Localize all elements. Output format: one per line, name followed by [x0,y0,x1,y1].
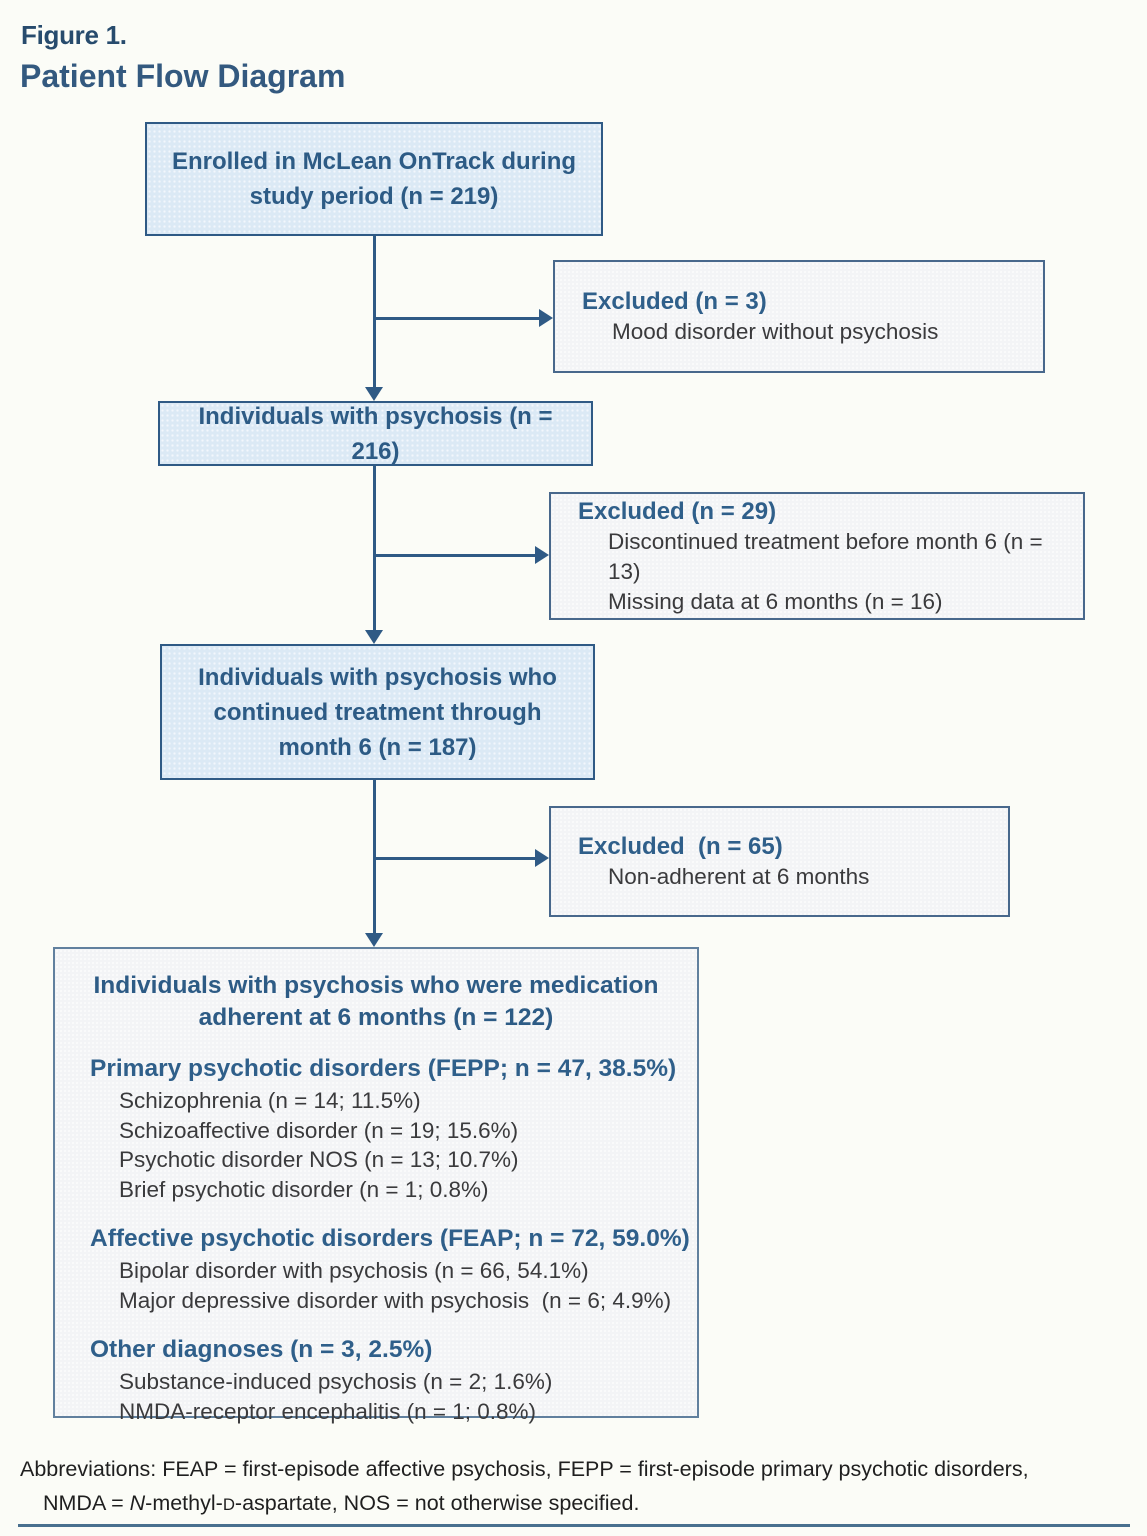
diagnosis-item: Brief psychotic disorder (n = 1; 0.8%) [119,1176,489,1202]
final-box-adherent: Individuals with psychosis who were medi… [53,947,699,1424]
connector-vline-1 [373,236,376,388]
excluded-box-2-item: Missing data at 6 months (n = 16) [608,588,943,614]
down-arrowhead-icon [365,630,383,644]
diagnosis-item: NMDA-receptor encephalitis (n = 1; 0.8%) [119,1398,537,1424]
diagnosis-group-primary: Primary psychotic disorders (FEPP; n = 4… [55,1053,697,1204]
abbreviations-line-2: NMDA = N-methyl-D-aspartate, NOS = not o… [43,1486,1130,1522]
abbreviations-line-1: Abbreviations: FEAP = first-episode affe… [20,1457,1029,1481]
excluded-box-3-title: Excluded (n = 65) [578,833,783,860]
diagnosis-group-header: Primary psychotic disorders (FEPP; n = 4… [90,1055,677,1082]
right-arrowhead-icon [539,309,553,327]
abbrev-italic-n: N [129,1491,146,1515]
diagnosis-group-affective: Affective psychotic disorders (FEAP; n =… [55,1223,697,1315]
connector-hline-1 [374,317,539,320]
abbrev-smallcap-d: D [222,1495,235,1514]
bottom-divider [18,1524,1130,1527]
diagnosis-group-header: Other diagnoses (n = 3, 2.5%) [90,1336,433,1363]
excluded-box-1-item: Mood disorder without psychosis [612,319,939,344]
diagnosis-item: Schizophrenia (n = 14; 11.5%) [119,1088,421,1113]
connector-hline-2 [374,554,535,557]
abbrev-post: -aspartate, NOS = not otherwise specifie… [234,1491,640,1515]
figure-label: Figure 1. [21,20,127,50]
excluded-box-2-title: Excluded (n = 29) [578,497,777,525]
diagnosis-item: Major depressive disorder with psychosis… [119,1287,672,1313]
diagnosis-item: Psychotic disorder NOS (n = 13; 10.7%) [119,1147,519,1172]
excluded-box-1-title: Excluded (n = 3) [582,288,767,315]
excluded-box-1: Excluded (n = 3) Mood disorder without p… [553,260,1045,373]
flow-box-psychosis-label: Individuals with psychosis (n = 216) [198,402,553,465]
abbrev-nmda-pre: NMDA = [43,1491,130,1515]
diagnosis-group-other: Other diagnoses (n = 3, 2.5%) Substance-… [55,1334,697,1426]
down-arrowhead-icon [365,387,383,401]
abbrev-mid: -methyl- [145,1491,223,1515]
diagnosis-group-header: Affective psychotic disorders (FEAP; n =… [90,1225,690,1252]
excluded-box-2: Excluded (n = 29) Discontinued treatment… [549,492,1085,620]
flow-box-psychosis: Individuals with psychosis (n = 216) [158,401,593,466]
excluded-box-3-item: Non-adherent at 6 months [608,864,870,889]
connector-vline-3 [373,780,376,933]
diagnosis-item: Substance-induced psychosis (n = 2; 1.6%… [119,1369,553,1394]
excluded-box-2-item: Discontinued treatment before month 6 (n… [608,528,1043,584]
diagnosis-item: Schizoaffective disorder (n = 19; 15.6%) [119,1117,519,1143]
flow-box-continued-label: Individuals with psychosis who continued… [198,663,557,761]
right-arrowhead-icon [535,546,549,564]
right-arrowhead-icon [535,849,549,867]
final-box-title: Individuals with psychosis who were medi… [93,972,659,1031]
excluded-box-3: Excluded (n = 65) Non-adherent at 6 mont… [549,806,1010,917]
diagnosis-item: Bipolar disorder with psychosis (n = 66,… [119,1258,589,1283]
connector-vline-2 [373,466,376,630]
flow-box-continued: Individuals with psychosis who continued… [160,644,595,780]
down-arrowhead-icon [365,933,383,947]
abbreviations-note: Abbreviations: FEAP = first-episode affe… [20,1452,1130,1522]
flow-box-enrolled: Enrolled in McLean OnTrack during study … [145,122,603,236]
flow-box-enrolled-label: Enrolled in McLean OnTrack during study … [171,148,577,210]
page-title: Patient Flow Diagram [20,58,346,94]
connector-hline-3 [374,857,535,860]
